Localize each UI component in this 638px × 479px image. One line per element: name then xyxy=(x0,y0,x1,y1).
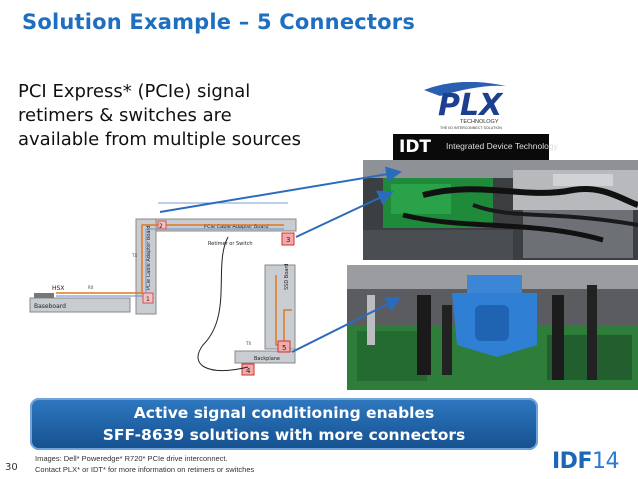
intro-line-2: retimers & switches are xyxy=(18,105,232,126)
connector-3 xyxy=(281,232,295,246)
ssd-board-label: SSD Board xyxy=(284,264,290,290)
footnote: Images: Dell* Poweredge* R720* PCIe driv… xyxy=(35,453,254,475)
footnote-line-2: Contact PLX* or IDT* for more informatio… xyxy=(35,465,255,474)
summary-banner: Active signal conditioning enables SFF-8… xyxy=(30,398,538,450)
orange-trace-top xyxy=(56,224,284,294)
server-photo-bottom xyxy=(347,265,638,390)
idf-text: IDF xyxy=(552,449,592,474)
connector-1 xyxy=(142,292,154,304)
idf-logo: IDF14 xyxy=(552,449,619,474)
banner-line-2: SFF-8639 solutions with more connectors xyxy=(102,426,466,444)
trace-label-rx: RX xyxy=(88,285,94,290)
intro-text: PCI Express* (PCIe) signal retimers & sw… xyxy=(18,80,368,152)
connector-2 xyxy=(157,220,167,230)
baseboard-label: Baseboard xyxy=(34,303,66,310)
connector-2-label: 2 xyxy=(159,223,163,230)
hsx-label: HSX xyxy=(52,285,64,292)
ssd-board xyxy=(264,264,296,350)
baseboard-block xyxy=(29,297,131,313)
footnote-line-1: Images: Dell* Poweredge* R720* PCIe driv… xyxy=(35,454,228,463)
server-photo-top xyxy=(363,160,638,260)
plx-logo: PLX TECHNOLOGY THE I/O INTERCONNECT SOLU… xyxy=(424,82,506,130)
idt-tagline: Integrated Device Technology xyxy=(446,141,558,151)
cable-path xyxy=(197,236,249,371)
connector-4 xyxy=(241,363,255,376)
hsx-chip xyxy=(34,293,54,298)
plx-wordmark: PLX xyxy=(438,88,504,123)
backplane-label: Backplane xyxy=(254,356,280,362)
blue-trace-top xyxy=(56,228,284,297)
banner-line-1: Active signal conditioning enables xyxy=(133,404,435,422)
connector-5-label: 5 xyxy=(282,344,286,352)
idt-mark: IDT xyxy=(399,137,432,157)
retimer-label: Retimer or Switch xyxy=(208,241,253,247)
vertical-adapter-label: PCIe Cable Adapter Board xyxy=(146,225,152,290)
connector-diagram: Baseboard HSX PCIe Cable Adapter Board P… xyxy=(29,202,297,376)
backplane xyxy=(234,350,296,364)
trace-label-tx-2: TX xyxy=(245,341,251,346)
idf-number: 14 xyxy=(591,449,620,474)
plx-sub: TECHNOLOGY xyxy=(460,119,499,125)
horizontal-adapter-label: PCIe Cable Adapter Board xyxy=(204,224,269,230)
plx-tagline: THE I/O INTERCONNECT SOLUTION xyxy=(440,126,502,130)
intro-line-1: PCI Express* (PCIe) signal xyxy=(18,81,251,102)
connector-5 xyxy=(277,340,291,353)
connector-4-label: 4 xyxy=(246,367,251,375)
intro-line-3: available from multiple sources xyxy=(18,129,301,150)
slide-number: 30 xyxy=(5,462,18,473)
connector-3-label: 3 xyxy=(286,236,290,244)
slide-title: Solution Example – 5 Connectors xyxy=(22,10,416,34)
trace-label-tx: TX xyxy=(131,253,137,258)
connector-1-label: 1 xyxy=(146,296,150,303)
idt-logo: IDT Integrated Device Technology xyxy=(393,134,558,160)
